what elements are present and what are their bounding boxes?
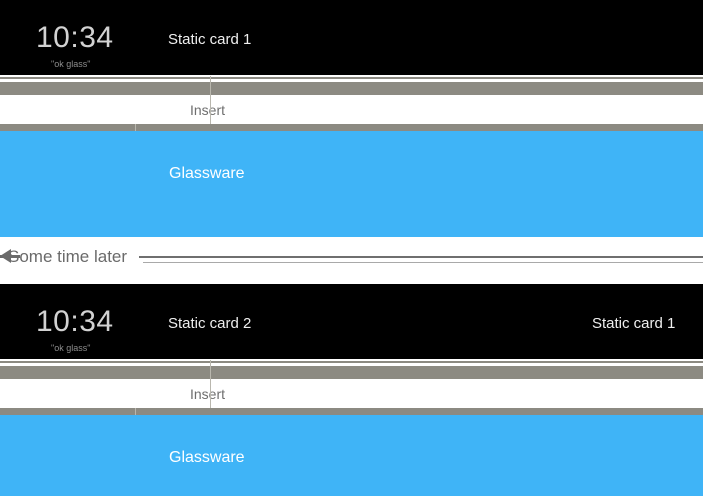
static-card-1-label-top: Static card 1 [168, 31, 252, 48]
separator-bar-top-2 [0, 124, 703, 131]
glassware-label-top: Glassware [169, 165, 245, 182]
insert-label-top: Insert [190, 102, 226, 118]
divider-rule-secondary [143, 262, 703, 263]
static-card-2-label-bottom: Static card 2 [168, 315, 252, 332]
divider-left-arrow-icon [0, 249, 11, 263]
insert-tick-bottom [210, 379, 211, 408]
separator-tick-bottom-1 [210, 360, 211, 380]
clock-time-bottom: 10:34 [36, 305, 114, 338]
separator-line-top-1 [0, 77, 703, 79]
some-time-later-label: Some time later [8, 247, 128, 266]
separator-tick-bottom-2 [135, 408, 136, 415]
glassware-label-bottom: Glassware [169, 449, 245, 466]
timeline-top-glassware-card[interactable]: Glassware [0, 131, 703, 237]
separator-bar-bottom-1 [0, 366, 703, 379]
separator-gap-top-1 [0, 79, 703, 82]
timeline-top-clock-card[interactable]: 10:34 "ok glass" Static card 1 [0, 0, 703, 75]
insert-row-top[interactable]: Insert [0, 95, 703, 124]
some-time-later-divider: Some time later [0, 237, 703, 281]
timeline-bottom-clock-card[interactable]: 10:34 "ok glass" Static card 2 Static ca… [0, 284, 703, 359]
separator-bar-bottom-2 [0, 408, 703, 415]
separator-tick-top-2 [135, 124, 136, 131]
timeline-bottom-glassware-card[interactable]: Glassware [0, 415, 703, 496]
divider-rule [139, 256, 703, 258]
voice-hint-top: "ok glass" [51, 59, 91, 69]
insert-label-bottom: Insert [190, 386, 226, 402]
voice-hint-bottom: "ok glass" [51, 343, 91, 353]
separator-gap-bottom-1 [0, 363, 703, 366]
separator-tick-top-1 [210, 76, 211, 96]
insert-tick-top [210, 95, 211, 124]
separator-line-bottom-1 [0, 361, 703, 363]
separator-bar-top-1 [0, 82, 703, 95]
static-card-1-label-bottom: Static card 1 [592, 315, 676, 332]
clock-time-top: 10:34 [36, 21, 114, 54]
insert-row-bottom[interactable]: Insert [0, 379, 703, 408]
